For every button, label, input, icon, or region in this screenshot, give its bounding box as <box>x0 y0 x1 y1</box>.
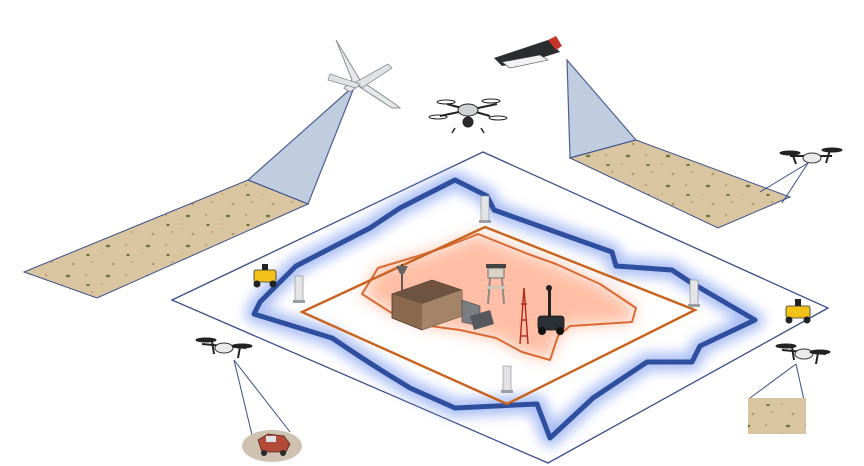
sensor-tower-icon <box>501 365 513 393</box>
antenna-mast-icon <box>519 287 529 345</box>
sensor-tower-icon <box>688 279 700 307</box>
sensor-tower-icon <box>293 275 305 303</box>
fixed-wing-uav-icon <box>327 39 402 109</box>
ground-patch-view <box>748 398 806 434</box>
core-protected-zone <box>362 234 636 360</box>
command-building-icon <box>391 264 494 331</box>
hexacopter-drone-icon <box>428 98 508 134</box>
quadcopter-drone-icon <box>779 147 843 165</box>
inner-security-perimeter <box>299 225 698 406</box>
quadcopter-sightline-right-upper <box>759 162 809 204</box>
sensor-tower-icon <box>479 195 491 223</box>
watchtower-icon <box>486 264 506 305</box>
flying-wing-uav-icon <box>494 36 562 69</box>
sensor-footprint-right <box>566 58 792 229</box>
sensor-footprint-left <box>22 84 356 299</box>
quadcopter-drone-icon <box>775 343 831 365</box>
quadcopter-drone-icon <box>195 337 253 359</box>
ground-robot-icon <box>785 299 811 324</box>
outer-patrol-perimeter <box>245 171 764 447</box>
ground-robot-icon <box>253 264 277 288</box>
quadcopter-sightline-left <box>233 359 291 436</box>
ground-robot-icon <box>537 285 565 335</box>
quadcopter-sightline-right-lower <box>749 363 805 401</box>
pickup-truck-icon <box>242 430 302 462</box>
